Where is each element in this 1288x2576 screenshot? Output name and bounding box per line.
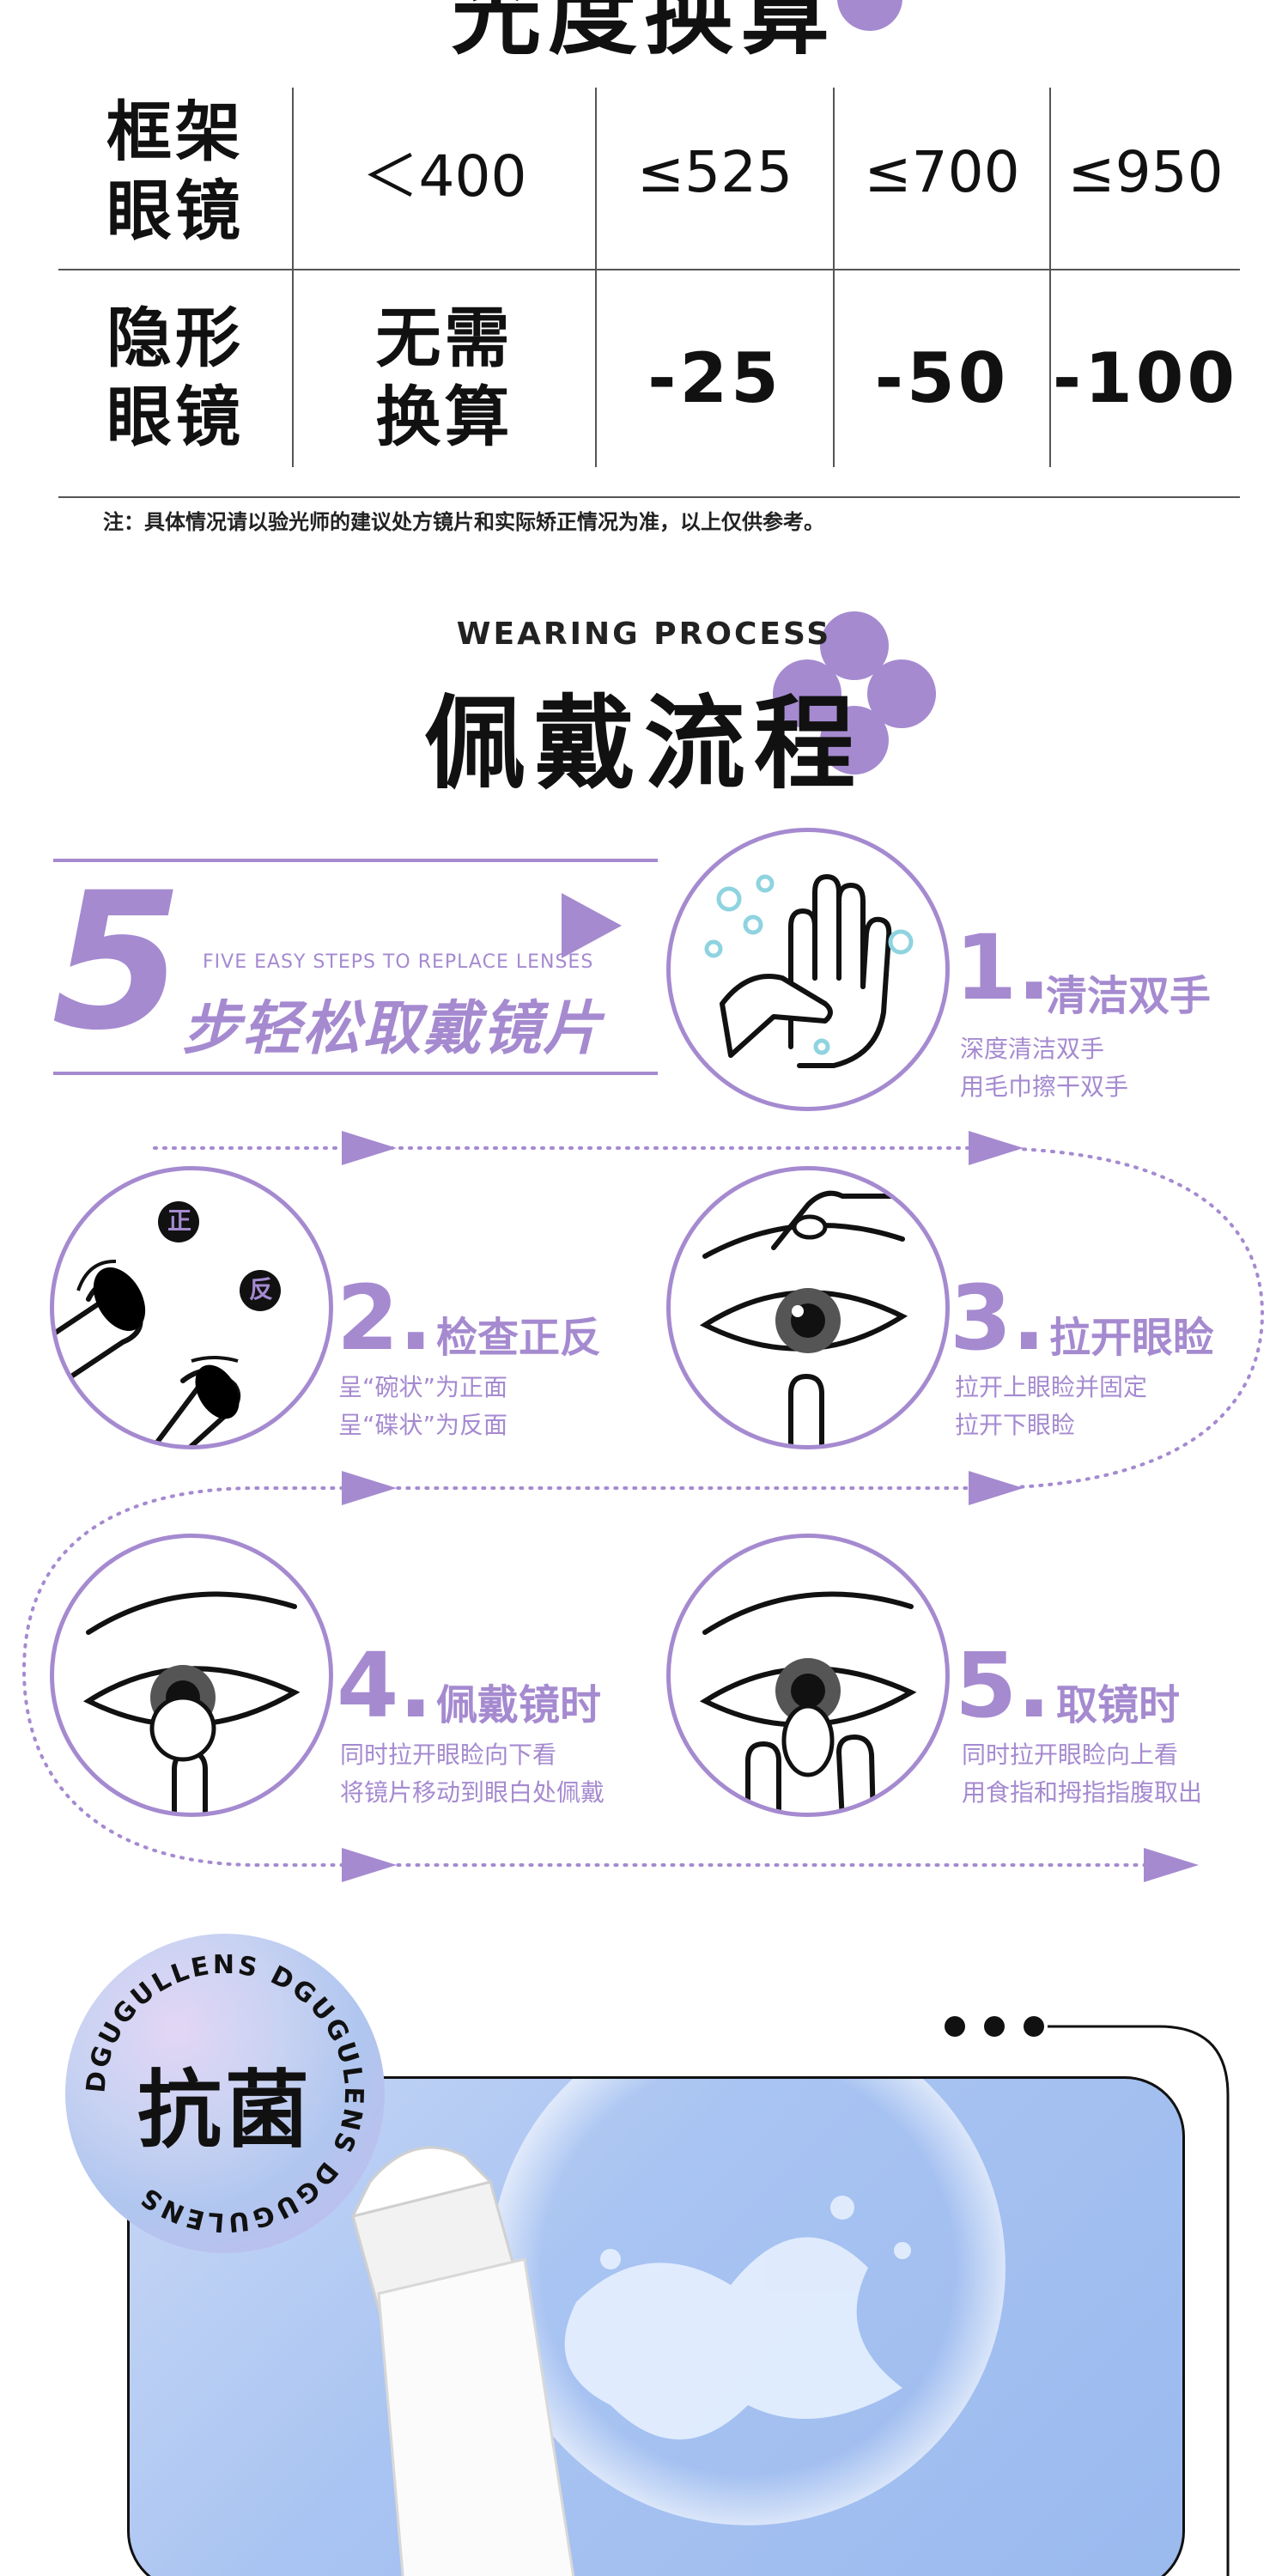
flow-arrow-icon — [342, 1848, 397, 1882]
desc-line: 拉开下眼睑 — [955, 1411, 1076, 1439]
step-2-number: 2. — [337, 1266, 433, 1370]
contact-value: -100 — [1052, 337, 1239, 418]
step-5-desc: 同时拉开眼睑向上看 用食指和拇指指腹取出 — [962, 1736, 1202, 1812]
frame-value: ≤700 — [864, 138, 1020, 205]
flow-arrow-icon — [342, 1471, 397, 1505]
decor-dot — [984, 2016, 1005, 2037]
badge-title: 抗菌 — [137, 2062, 313, 2160]
desc-line: 呈“碗状”为正面 — [338, 1373, 508, 1401]
banner-number: 5 — [52, 852, 184, 1072]
frame-value: ＜400 — [361, 143, 527, 210]
step-4-title: 佩戴镜时 — [436, 1681, 602, 1729]
process-title-en: WEARING PROCESS — [456, 617, 832, 652]
table-col-divider — [595, 88, 597, 467]
row-header-line: 隐形 — [106, 300, 244, 376]
row-header-frame-glasses: 框架 眼镜 — [58, 86, 292, 258]
decor-dot — [1024, 2016, 1044, 2037]
frame-value: ≤525 — [636, 138, 793, 205]
cell-line: 换算 — [375, 379, 513, 455]
desc-line: 深度清洁双手 — [960, 1035, 1105, 1063]
step-1-illustration — [666, 828, 950, 1111]
row-header-line: 框架 — [106, 94, 244, 170]
lens-front-label: 正 — [167, 1206, 191, 1235]
remove-lens-icon — [699, 1591, 917, 1813]
step-1-desc: 深度清洁双手 用毛巾擦干双手 — [960, 1030, 1128, 1106]
step-2-illustration — [50, 1166, 333, 1449]
banner-subtitle-cn: 步轻松取戴镜片 — [182, 995, 604, 1063]
decor-clover — [773, 659, 841, 728]
process-title-cn: 佩戴流程 — [423, 684, 864, 803]
step-5-title: 取镜时 — [1056, 1681, 1181, 1729]
table-bottom-border — [58, 496, 1240, 498]
banner-top-rule — [53, 859, 658, 862]
cell-line: 无需 — [375, 300, 513, 376]
lens-back-label: 反 — [248, 1275, 273, 1303]
banner-bottom-rule — [53, 1072, 658, 1075]
step-4-desc: 同时拉开眼睑向下看 将镜片移动到眼白处佩戴 — [340, 1736, 605, 1812]
contact-value: -25 — [647, 337, 782, 418]
flow-arrow-icon — [342, 1131, 397, 1165]
washing-hands-icon — [704, 874, 914, 1068]
step-3-desc: 拉开上眼睑并固定 拉开下眼睑 — [955, 1369, 1147, 1444]
desc-line: 将镜片移动到眼白处佩戴 — [340, 1778, 605, 1807]
table-row-divider — [58, 269, 1240, 270]
antibacterial-badge: DGUGULLENS DGUGULENS DGUGULENS — [65, 1934, 385, 2253]
back-badge-icon — [240, 1270, 281, 1311]
contact-value-no-conversion: 无需 换算 — [294, 283, 595, 472]
row-header-contact-lens: 隐形 眼镜 — [58, 283, 292, 472]
step-2-desc: 呈“碗状”为正面 呈“碟状”为反面 — [338, 1369, 507, 1444]
decor-dot — [945, 2016, 965, 2037]
badge-ring: DGUGULLENS DGUGULENS DGUGULENS — [81, 1950, 366, 2238]
table-col-divider — [1049, 88, 1051, 467]
step-4-illustration — [50, 1534, 333, 1817]
step-3-number: 3. — [950, 1266, 1046, 1370]
desc-line: 拉开上眼睑并固定 — [955, 1373, 1148, 1401]
section-title-conversion: 光度换算 — [451, 0, 836, 67]
desc-line: 呈“碟状”为反面 — [338, 1411, 508, 1439]
table-col-divider — [292, 88, 294, 467]
desc-line: 同时拉开眼睑向上看 — [962, 1741, 1179, 1769]
front-badge-icon — [158, 1201, 199, 1242]
desc-line: 用毛巾擦干双手 — [960, 1072, 1129, 1101]
step-2-title: 检查正反 — [436, 1314, 602, 1362]
open-eyelid-icon — [699, 1190, 945, 1445]
step-5-illustration — [666, 1534, 950, 1817]
step-5-number: 5. — [955, 1633, 1051, 1738]
banner-subtitle-en: FIVE EASY STEPS TO REPLACE LENSES — [203, 951, 594, 973]
step-3-title: 拉开眼睑 — [1049, 1314, 1215, 1362]
frame-value: ≤950 — [1067, 138, 1224, 205]
play-arrow-icon — [562, 893, 622, 958]
bottle-splash-image — [350, 2079, 1005, 2576]
flow-arrow-icon — [969, 1131, 1024, 1165]
flow-arrow-icon — [969, 1471, 1024, 1505]
contact-value: -50 — [874, 337, 1010, 418]
desc-line: 用食指和拇指指腹取出 — [962, 1778, 1203, 1807]
step-1-number: 1. — [955, 915, 1051, 1020]
flow-arrow-icon — [1144, 1848, 1199, 1882]
table-col-divider — [833, 88, 835, 467]
row-header-line: 眼镜 — [106, 379, 244, 455]
row-header-line: 眼镜 — [106, 173, 244, 249]
desc-line: 同时拉开眼睑向下看 — [340, 1741, 557, 1769]
lens-check-icon — [54, 1201, 281, 1445]
step-1-title: 清洁双手 — [1046, 972, 1212, 1020]
disclaimer-note: 注：具体情况请以验光师的建议处方镜片和实际矫正情况为准，以上仅供参考。 — [103, 510, 824, 534]
step-3-illustration — [666, 1166, 950, 1449]
step-4-number: 4. — [337, 1633, 433, 1738]
insert-lens-icon — [82, 1591, 301, 1813]
